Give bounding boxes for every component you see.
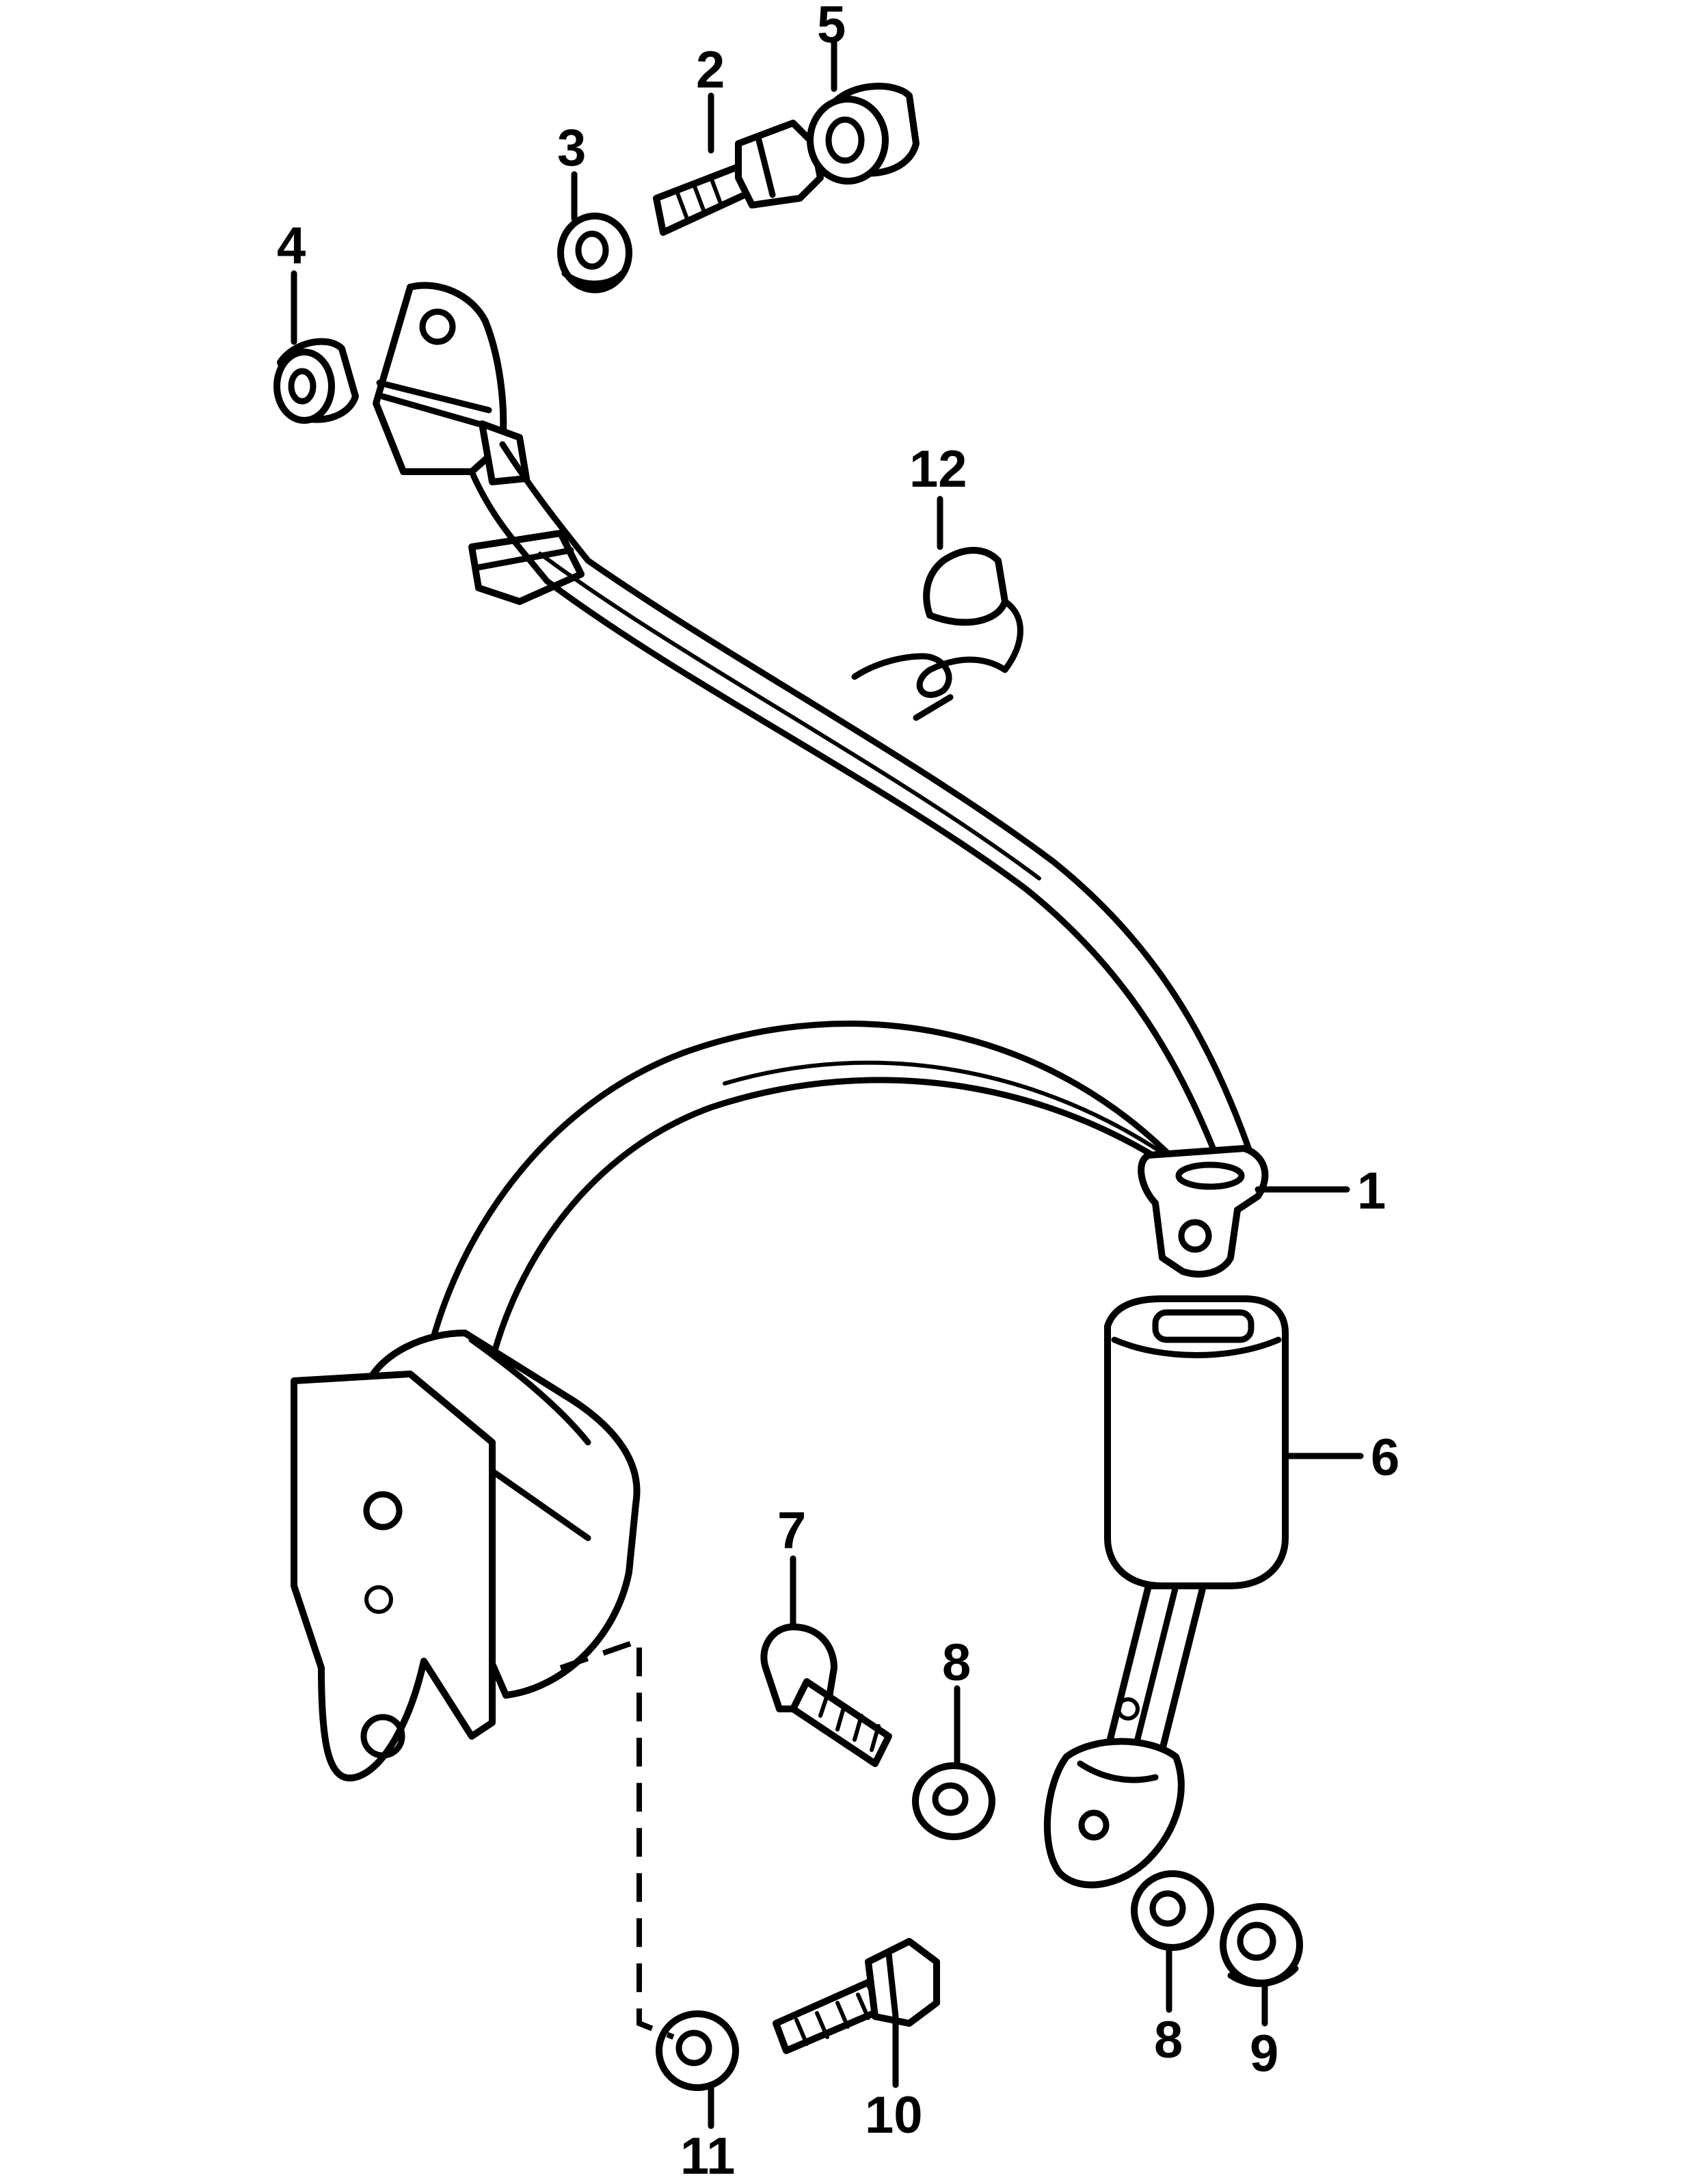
leader-lines	[291, 38, 1364, 2129]
seat-belt-buckle	[1043, 1295, 1289, 1889]
callout-7: 7	[777, 1502, 806, 1560]
bolt-7	[760, 1623, 892, 1767]
belt-end-fitting	[1138, 1145, 1269, 1278]
callout-5: 5	[817, 0, 846, 54]
callout-11: 11	[680, 2127, 735, 2184]
upper-anchor-plate	[373, 282, 530, 485]
cover-cap-with-clip	[851, 547, 1023, 721]
callout-8b: 8	[1154, 2011, 1183, 2069]
callout-2: 2	[696, 41, 725, 99]
lap-strap	[414, 1021, 1193, 1439]
washer-11	[656, 2010, 739, 2091]
assembly-dashed-line	[559, 1636, 675, 2040]
bushing-9	[1220, 1903, 1303, 1987]
bolt-10	[773, 1938, 940, 2054]
callout-3: 3	[557, 119, 586, 177]
bushing-upper	[807, 83, 920, 185]
callout-9: 9	[1250, 2025, 1278, 2083]
callout-labels: 1 2 3 4 5 6 7 8 8 9 10 11 12	[277, 0, 1399, 2184]
callout-1: 1	[1357, 1162, 1386, 1220]
washer-upper	[557, 213, 632, 293]
washer-8-upper	[912, 1762, 995, 1840]
shoulder-strap	[468, 468, 1227, 1179]
callout-12: 12	[909, 440, 967, 498]
callout-6: 6	[1371, 1429, 1399, 1487]
callout-4: 4	[277, 217, 306, 275]
spacer-bushing-left	[273, 338, 359, 424]
callout-8a: 8	[942, 1634, 971, 1692]
callout-10: 10	[865, 2086, 923, 2144]
bolt-upper	[653, 120, 824, 236]
seat-belt-assembly	[291, 282, 1269, 1782]
belt-retractor	[291, 1330, 641, 1782]
washer-8-lower	[1131, 1870, 1214, 1951]
